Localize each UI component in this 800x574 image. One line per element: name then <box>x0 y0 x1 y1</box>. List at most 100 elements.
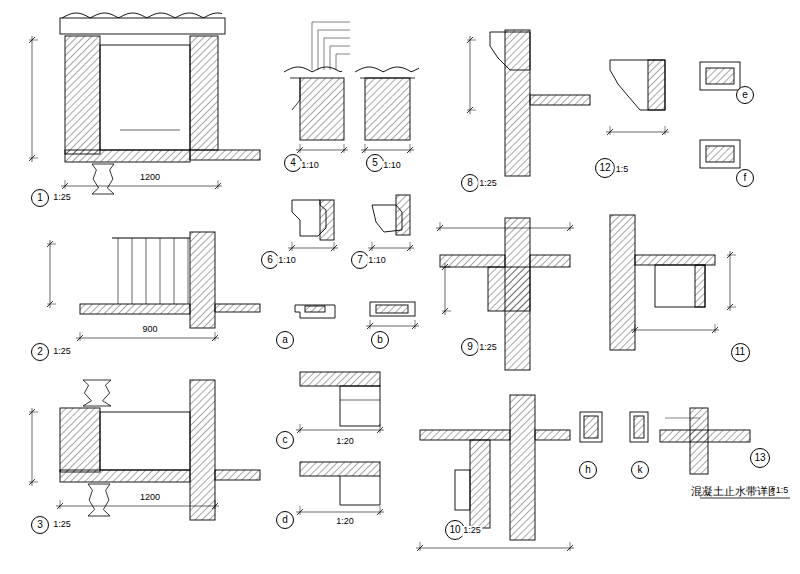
concrete-section <box>320 200 334 240</box>
callout-number: 13 <box>754 453 765 463</box>
line-work <box>112 238 190 239</box>
concrete-section <box>215 470 260 480</box>
line-work <box>29 158 38 159</box>
line-work <box>420 542 421 551</box>
outline <box>580 412 602 442</box>
outline <box>60 18 225 34</box>
line-work <box>146 238 147 304</box>
concrete-section <box>510 395 535 540</box>
line-work <box>442 311 451 312</box>
callout-number: 2 <box>37 347 43 357</box>
concrete-section <box>706 146 734 162</box>
line-work <box>288 248 338 249</box>
line-work <box>355 67 419 72</box>
line-work <box>174 238 175 304</box>
scale-note: 1:25 <box>478 179 498 189</box>
line-work <box>300 424 301 433</box>
callout-number: 1 <box>37 193 43 203</box>
line-work <box>730 251 731 311</box>
line-work <box>292 242 293 251</box>
callout-circle: 1 <box>31 189 49 207</box>
line-work <box>727 307 736 308</box>
scale-note: 1:5 <box>615 165 630 175</box>
line-work <box>56 506 219 507</box>
callout-number: e <box>742 90 748 100</box>
callout-number: 11 <box>735 347 745 357</box>
line-work <box>300 144 301 153</box>
line-work <box>160 238 161 304</box>
line-work <box>380 506 381 515</box>
line-work <box>334 242 335 251</box>
line-work <box>635 324 636 333</box>
concrete-section <box>420 430 510 440</box>
line-work <box>330 46 350 70</box>
callout-circle: b <box>371 331 389 349</box>
callout-circle: e <box>736 86 754 104</box>
concrete-section <box>190 150 260 160</box>
line-work <box>215 500 216 509</box>
line-work <box>76 338 219 339</box>
line-work <box>80 332 81 341</box>
callout-number: 9 <box>467 342 473 352</box>
concrete-section <box>65 36 100 154</box>
concrete-section <box>635 255 715 265</box>
line-work <box>296 150 348 151</box>
outline <box>700 140 740 168</box>
scale-note: 1:25 <box>462 526 482 536</box>
line-work <box>300 506 301 515</box>
outline <box>630 412 648 442</box>
scale-note: 1:10 <box>300 161 320 171</box>
dimension: 1200 <box>139 173 161 183</box>
outline <box>655 265 705 307</box>
line-work <box>436 228 574 229</box>
line-work <box>296 430 384 431</box>
dimension: 900 <box>141 325 158 335</box>
line-work <box>410 144 411 153</box>
outline <box>100 412 190 470</box>
line-work <box>218 180 219 189</box>
concrete-section <box>190 36 218 150</box>
callout-circle: 11 <box>731 343 750 362</box>
callout-number: a <box>282 335 288 345</box>
line-work <box>29 482 38 483</box>
concrete-section <box>365 78 410 140</box>
line-work <box>365 144 366 153</box>
scale-note: 1:20 <box>335 517 355 527</box>
line-work <box>366 326 419 327</box>
scale-note: 1:10 <box>277 256 297 266</box>
outline <box>455 470 470 510</box>
callout-circle: h <box>579 461 597 479</box>
dimension: 1200 <box>139 493 161 503</box>
callout-number: 12 <box>599 163 610 173</box>
concrete-section <box>695 265 705 307</box>
line-work <box>60 500 61 509</box>
concrete-section <box>300 372 380 386</box>
line-work <box>370 320 371 329</box>
line-work <box>416 548 574 549</box>
line-work <box>442 267 451 268</box>
line-work <box>29 412 38 413</box>
callout-number: 6 <box>267 255 273 265</box>
concrete-section <box>300 462 380 476</box>
line-work <box>606 132 669 133</box>
callout-number: h <box>585 465 591 475</box>
callout-number: 3 <box>37 520 43 530</box>
concrete-section <box>530 95 590 105</box>
concrete-section <box>584 416 598 438</box>
line-work <box>318 30 350 70</box>
line-work <box>727 255 736 256</box>
callout-number: 8 <box>467 178 473 188</box>
line-work <box>470 36 471 114</box>
line-work <box>65 180 66 189</box>
concrete-section <box>65 150 190 162</box>
line-work <box>312 22 350 70</box>
line-work <box>62 13 222 18</box>
line-work <box>410 242 411 251</box>
scale-note: 1:25 <box>52 520 72 530</box>
callout-number: k <box>638 465 643 475</box>
line-work <box>490 32 530 70</box>
concrete-section <box>190 380 215 520</box>
callout-number: f <box>744 173 747 183</box>
callout-circle: a <box>276 331 294 349</box>
line-work <box>296 512 384 513</box>
